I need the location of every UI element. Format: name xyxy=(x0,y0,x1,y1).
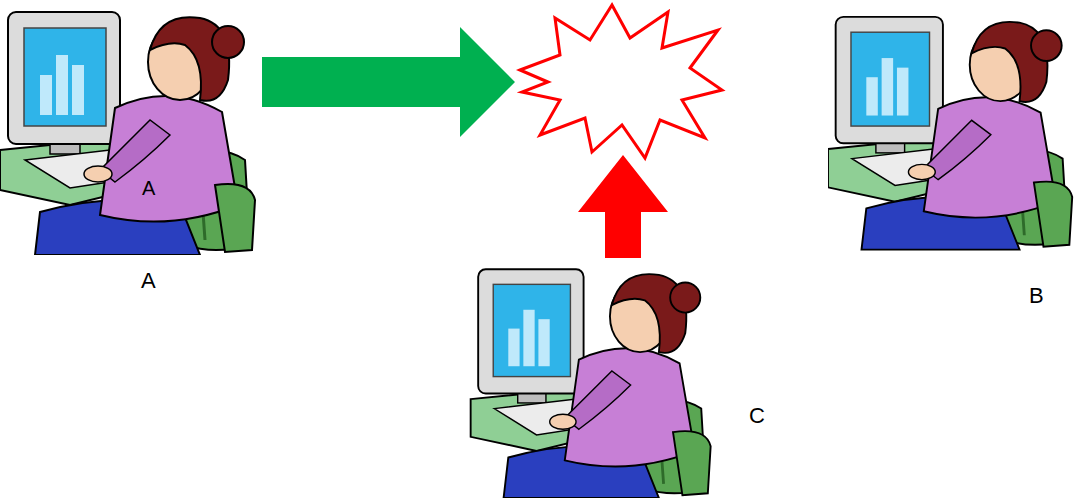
figure-label: A xyxy=(141,270,156,292)
worker-figure xyxy=(828,17,1072,250)
figure-label: C xyxy=(749,405,765,427)
figure-label: A xyxy=(142,178,155,198)
red-arrow xyxy=(578,155,668,258)
collision-burst xyxy=(520,5,722,158)
green-arrow xyxy=(262,27,515,137)
figure-label: B xyxy=(1029,285,1044,307)
worker-figure xyxy=(471,269,711,498)
worker-figure xyxy=(0,12,255,255)
